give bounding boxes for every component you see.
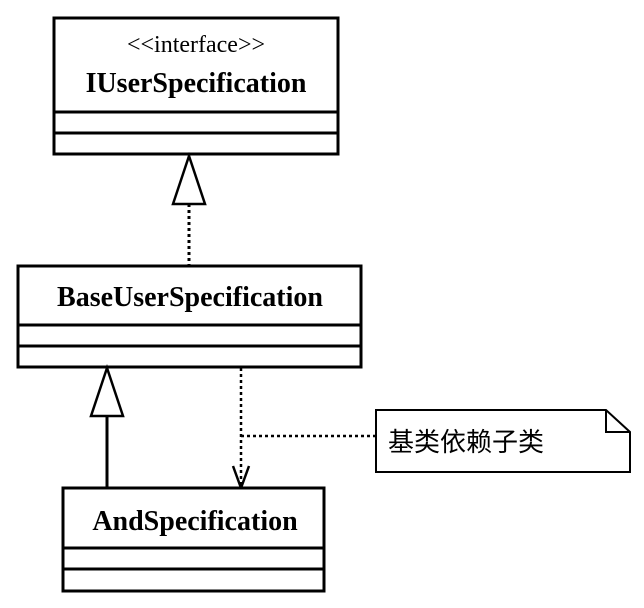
note: 基类依赖子类 (375, 409, 631, 473)
class-box (52, 16, 340, 156)
class-andspecification: AndSpecification (61, 486, 326, 593)
generalization-arrow (89, 364, 125, 488)
class-name: BaseUserSpecification (57, 282, 323, 313)
note-text: 基类依赖子类 (388, 428, 544, 458)
stereotype-label: <<interface>> (127, 32, 265, 58)
note-box (375, 409, 631, 473)
class-baseuserspecification: BaseUserSpecification (16, 264, 363, 369)
note-fold-corner (605, 410, 630, 433)
class-name: AndSpecification (92, 506, 298, 537)
class-name: IUserSpecification (86, 68, 307, 99)
class-box (16, 264, 363, 369)
dependency-arrow (231, 368, 251, 492)
realization-arrow (171, 152, 207, 266)
class-iuserspecification: <<interface>> IUserSpecification (52, 16, 340, 156)
hollow-triangle-head (171, 152, 207, 206)
hollow-triangle-head (89, 364, 125, 418)
class-box (61, 486, 326, 593)
